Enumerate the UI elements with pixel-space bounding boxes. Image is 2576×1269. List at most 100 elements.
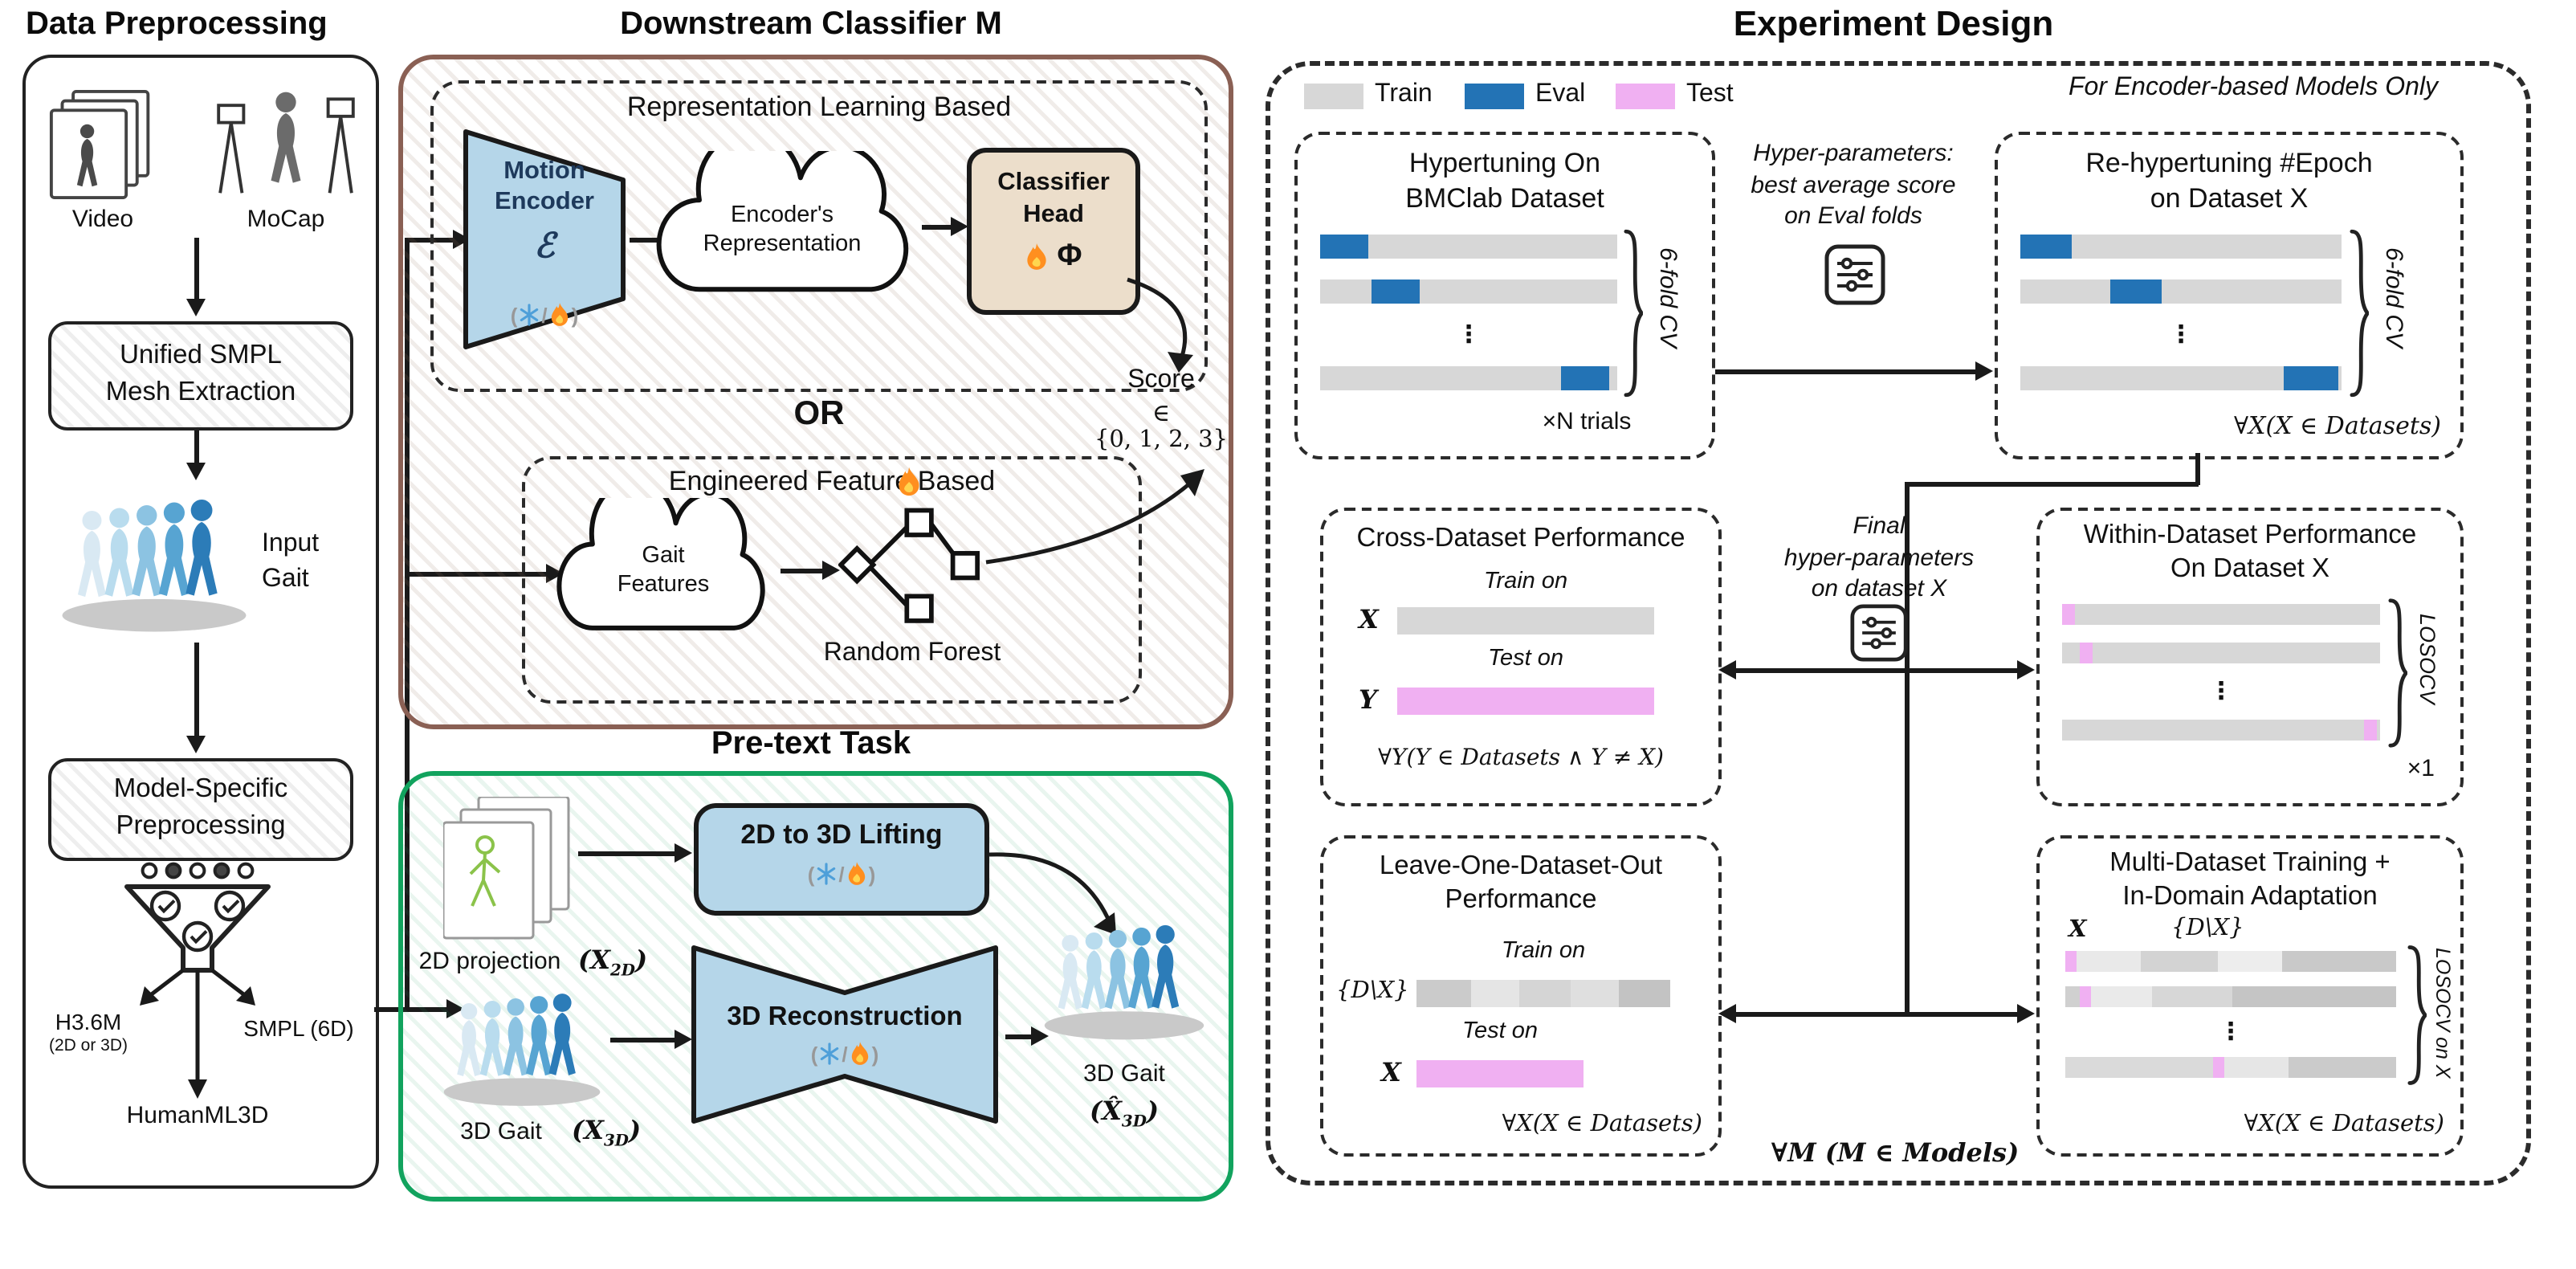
x3d-close: ): [628, 1115, 642, 1145]
to-within-dataset-arrowhead: [2017, 660, 2035, 679]
hypertune-to-rehypertune-arrowhead: [1975, 361, 1993, 381]
representation-learning-title: Representation Learning Based: [626, 92, 1012, 122]
brace-icon: [2406, 945, 2427, 1086]
gait-to-recon-line: [610, 1038, 678, 1042]
cross-train-bar: [1397, 607, 1654, 634]
x-label: X: [1381, 1057, 1401, 1087]
brace-icon: [2386, 598, 2407, 749]
sixfold-cv-label: 6-fold CV: [1654, 247, 1681, 349]
leave-one-out-box: Leave-One-Dataset-Out Performance Train …: [1320, 835, 1722, 1157]
sliders-icon: [1824, 244, 1885, 305]
connector-line: [1905, 482, 2199, 486]
h36m-label: H3.6M: [55, 1009, 122, 1034]
model-specific-box: Model-Specific Preprocessing: [48, 758, 353, 861]
freeze-finetune-badge: ( / ): [472, 302, 617, 328]
cloud-to-forest-arrowhead: [822, 561, 840, 580]
mode-open: (: [810, 1042, 818, 1066]
recon-to-output-arrowhead: [1031, 1026, 1049, 1046]
pretext-title: Pre-text Task: [711, 726, 911, 761]
motion-encoder-shape: [463, 129, 626, 349]
connector-line: [1905, 482, 1909, 1015]
to-cross-dataset-line: [1734, 668, 1905, 672]
input-gait-label-1: Input: [262, 530, 320, 557]
unified-smpl-line2: Mesh Extraction: [105, 377, 296, 406]
x2d-sub: 2D: [609, 962, 635, 981]
rehypertuning-box: Re-hypertuning #Epoch on Dataset X ⋮ 6-f…: [1995, 132, 2464, 459]
sliders-icon: [1850, 604, 1908, 662]
to-leave-one-out-arrowhead: [1718, 1004, 1736, 1023]
mode-sep: /: [842, 1042, 848, 1066]
lifting-to-output-arrow: [988, 852, 1116, 935]
within-dataset-title-1: Within-Dataset Performance: [2083, 520, 2417, 549]
cloud-to-classifier-arrowhead: [951, 217, 968, 236]
or-label: OR: [793, 395, 845, 432]
x3d-base: (X: [572, 1115, 604, 1145]
reconstruction-label: 3D Reconstruction: [727, 1002, 963, 1031]
cloud-to-classifier-line: [922, 225, 954, 229]
freeze-finetune-badge: ( / ): [699, 861, 984, 887]
mocap-icon: [217, 92, 355, 194]
legend-eval-label: Eval: [1535, 80, 1586, 108]
engineered-feature-title: Engineered Feature Based: [668, 466, 996, 496]
x-label: X: [1359, 604, 1379, 634]
d-minus-x-label: {D\X}: [2171, 916, 2244, 941]
input-gait-image: [62, 499, 247, 632]
proj-to-lifting-line: [578, 851, 678, 855]
cloud-to-forest-line: [781, 569, 825, 573]
to-multi-dataset-arrowhead: [2017, 1004, 2035, 1023]
model-specific-line1: Model-Specific: [113, 774, 288, 803]
cross-test-bar: [1397, 688, 1654, 715]
reconstruction-shape: [691, 945, 998, 1124]
3d-gait-input-label: 3D Gait: [460, 1118, 542, 1145]
final-note-l1: Final: [1853, 512, 1906, 540]
brace-icon: [1622, 228, 1643, 398]
model-specific-line2: Preprocessing: [116, 811, 286, 840]
lifting-label: 2D to 3D Lifting: [740, 819, 943, 850]
train-on-label: Train on: [1483, 569, 1568, 594]
down-arrow-head: [186, 736, 206, 753]
xhat-sub: 3D: [1121, 1113, 1147, 1132]
flame-icon: [851, 1042, 868, 1065]
experiment-title: Experiment Design: [1733, 3, 2054, 43]
down-arrow-head: [186, 463, 206, 480]
hyperparam-note-l1: Hyper-parameters:: [1753, 140, 1954, 167]
within-dataset-title-2: On Dataset X: [2170, 554, 2330, 583]
test-on-label: Test on: [1461, 1018, 1539, 1044]
classifier-head-label-2: Head: [1023, 201, 1084, 228]
rehypertuning-title-2: on Dataset X: [2150, 183, 2309, 214]
cloud-label-1: Encoder's: [730, 202, 834, 228]
proj-to-lifting-arrowhead: [675, 843, 692, 863]
final-note-l3: on dataset X: [1811, 575, 1947, 602]
leave-one-out-test-bar: [1416, 1060, 1584, 1087]
to-multi-dataset-line: [1905, 1012, 2020, 1016]
motion-encoder-label-2: Encoder: [494, 188, 594, 215]
trunk-line: [405, 241, 409, 1009]
mode-close: ): [571, 303, 579, 327]
legend-train-swatch: [1304, 84, 1363, 109]
to-pretext-arrowhead: [446, 999, 464, 1018]
unified-smpl-line1: Unified SMPL: [120, 341, 282, 369]
funnel-icon: [124, 862, 271, 1099]
hypertuning-title-2: BMClab Dataset: [1405, 183, 1604, 214]
cloud-label-2: Representation: [703, 231, 862, 257]
x3d-label: (X3D): [572, 1115, 641, 1150]
to-pretext-line: [374, 1007, 448, 1011]
2d-projection-label: 2D projection: [418, 948, 561, 975]
score-set: {0, 1, 2, 3}: [1094, 427, 1228, 453]
to-leave-one-out-line: [1734, 1012, 1905, 1016]
down-arrow-line: [194, 430, 198, 463]
mocap-label: MoCap: [247, 206, 325, 233]
losocv-on-x-label: LOSOCV on X: [2431, 948, 2454, 1079]
y-label: Y: [1359, 684, 1377, 715]
2d-projection-frames: [443, 797, 570, 940]
h36m-sub-label: (2D or 3D): [48, 1036, 128, 1055]
down-arrow-line: [194, 643, 198, 736]
x2d-close: ): [634, 945, 648, 975]
mode-open: (: [807, 862, 815, 886]
random-forest-label: Random Forest: [823, 639, 1001, 667]
hypertuning-fold-bars: ⋮: [1320, 235, 1617, 390]
multi-dataset-box: Multi-Dataset Training + In-Domain Adapt…: [2036, 835, 2464, 1157]
rehypertuning-fold-bars: ⋮: [2020, 235, 2342, 390]
forest-to-score-arrow: [985, 469, 1204, 565]
forall-x-label: ∀X(X ∈ Datasets): [2244, 1112, 2444, 1137]
